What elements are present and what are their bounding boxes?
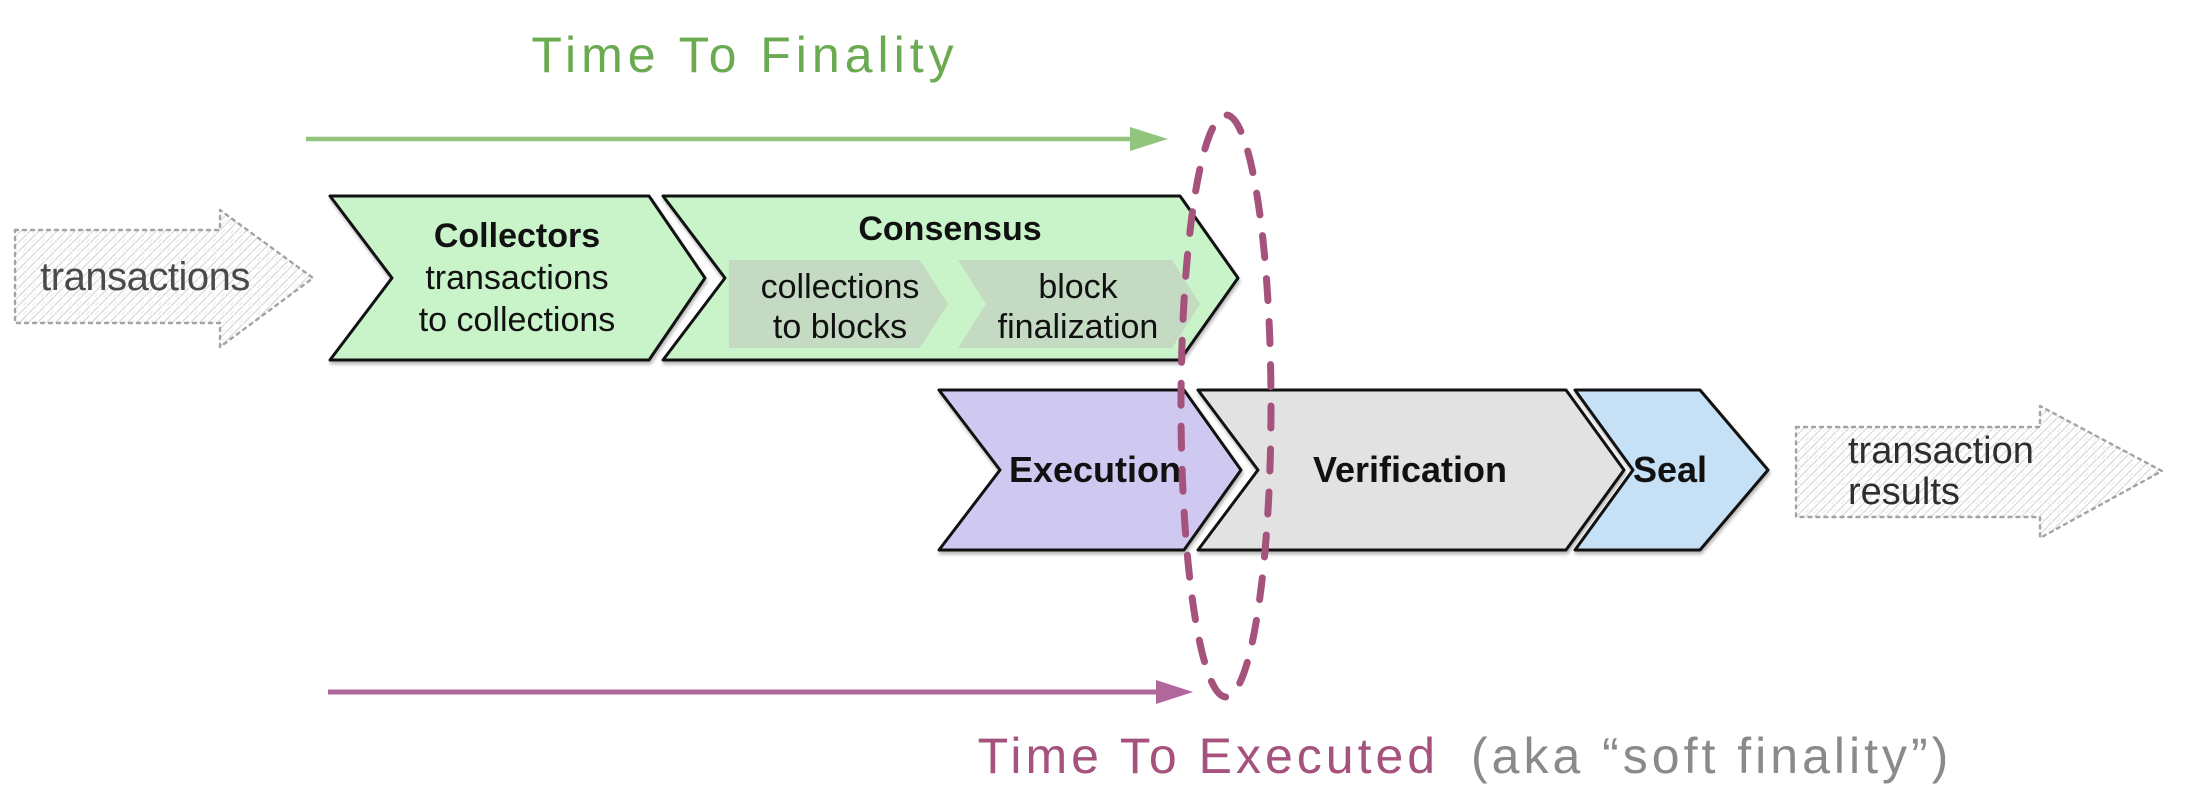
soft-finality-ellipse <box>1177 111 1275 701</box>
execution-stage-label: Execution <box>1008 449 1182 490</box>
time-to-finality-title: Time To Finality <box>531 27 959 83</box>
transactions-input-label: transactions <box>40 255 250 299</box>
transaction-results-line2: results <box>1848 471 1960 513</box>
collectors-line2: to collections <box>418 301 616 339</box>
block-finalization-label: block finalization <box>963 267 1193 347</box>
consensus-title: Consensus <box>858 210 1042 248</box>
transaction-results-output-arrow-icon <box>1794 404 2164 540</box>
seal-stage-label: Seal <box>1632 449 1708 490</box>
executed-arrowhead-icon <box>1156 680 1193 704</box>
block-finalization-line1: block <box>1038 268 1118 306</box>
transaction-results-line1: transaction <box>1848 430 2034 472</box>
transaction-results-label: transaction results <box>1848 431 2118 513</box>
collections-to-blocks-label: collections to blocks <box>735 267 945 347</box>
collectors-chevron <box>328 194 707 362</box>
collections-to-blocks-subchevron <box>729 260 948 348</box>
seal-chevron <box>1573 388 1770 552</box>
collectors-title: Collectors <box>433 217 601 255</box>
finality-arrowhead-icon <box>1130 127 1168 151</box>
verification-chevron <box>1196 388 1626 552</box>
transactions-input-arrow-icon <box>13 208 315 349</box>
verification-stage-label: Verification <box>1312 449 1508 490</box>
collectors-line1: transactions <box>425 259 609 297</box>
soft-finality-suffix: (aka “soft finality”) <box>1471 728 1953 784</box>
collections-to-blocks-line2: to blocks <box>772 308 908 346</box>
collections-to-blocks-line1: collections <box>760 268 920 306</box>
block-finalization-line2: finalization <box>997 308 1159 346</box>
time-to-executed-title: Time To Executed (aka “soft finality”) <box>600 726 2194 786</box>
collectors-stage-label: Collectors transactions to collections <box>372 215 662 341</box>
time-to-executed-text: Time To Executed <box>977 728 1440 784</box>
block-finalization-subchevron <box>958 260 1200 348</box>
